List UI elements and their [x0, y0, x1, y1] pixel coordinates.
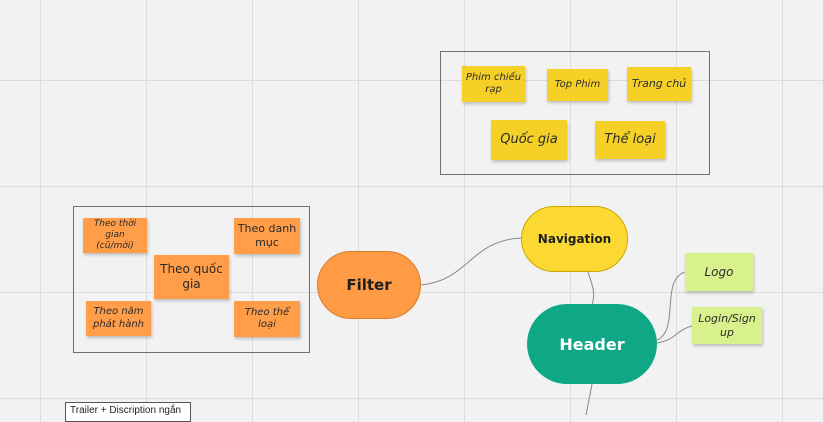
navigation-node[interactable]: Navigation: [521, 206, 628, 272]
filter-node[interactable]: Filter: [317, 251, 421, 319]
sticky-note-quoc-gia[interactable]: Quốc gia: [491, 120, 567, 160]
sticky-note-phim-chieu-rap[interactable]: Phim chiếu rạp: [462, 66, 525, 102]
sticky-note-theo-nam-phat-hanh[interactable]: Theo năm phát hành: [86, 301, 151, 336]
sticky-note-logo[interactable]: Logo: [685, 253, 753, 291]
sticky-note-top-phim[interactable]: Top Phim: [547, 69, 608, 101]
header-node[interactable]: Header: [527, 304, 657, 384]
navigation-options-frame: [440, 51, 710, 175]
filter-options-frame: [73, 206, 310, 353]
sticky-note-login-sign-up[interactable]: Login/Sign up: [692, 307, 762, 344]
sticky-note-theo-quoc-gia[interactable]: Theo quốc gia: [154, 255, 229, 299]
trailer-description-card[interactable]: Trailer + Discription ngắn: [65, 402, 191, 422]
sticky-note-theo-danh-muc[interactable]: Theo danh mục: [234, 218, 300, 254]
header-logo-connector: [656, 271, 686, 341]
navigation-header-connector: [587, 271, 595, 306]
header-down-connector: [585, 383, 593, 415]
filter-navigation-connector: [420, 237, 523, 286]
sticky-note-theo-thoi-gian[interactable]: Theo thời gian (cũ/mới): [83, 218, 147, 253]
sticky-note-trang-chu[interactable]: Trang chủ: [627, 67, 691, 101]
header-login-connector: [656, 325, 693, 344]
sticky-note-the-loai[interactable]: Thể loại: [595, 121, 665, 159]
sticky-note-theo-the-loai[interactable]: Theo thể loại: [234, 301, 300, 337]
